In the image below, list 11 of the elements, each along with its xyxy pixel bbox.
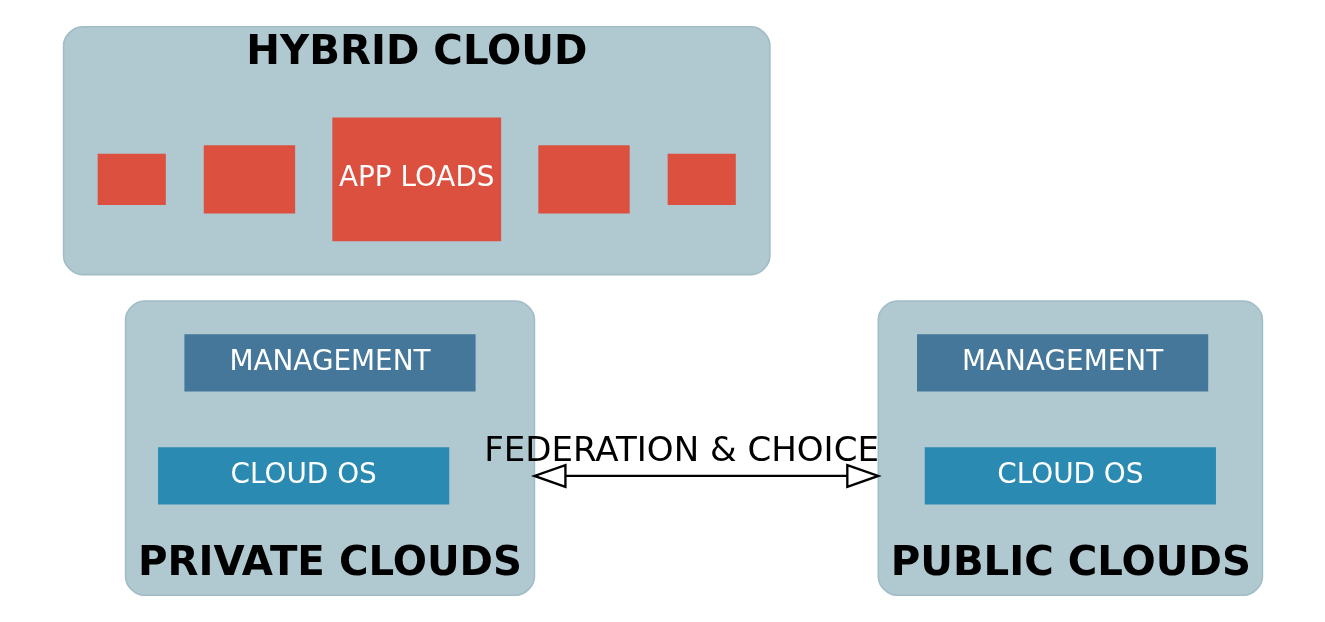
node-box: APP LOADS: [331, 117, 501, 242]
node-box: CLOUD OS: [157, 447, 449, 505]
node-box: MANAGEMENT: [183, 334, 476, 392]
node-box: [203, 145, 295, 214]
arrow: [530, 463, 882, 489]
node-box: CLOUD OS: [924, 447, 1216, 505]
node-box: [97, 153, 166, 205]
edge-label: FEDERATION & CHOICE: [483, 429, 879, 470]
node-box: MANAGEMENT: [916, 334, 1208, 392]
node-box: [667, 153, 736, 205]
node-box: [537, 145, 630, 214]
